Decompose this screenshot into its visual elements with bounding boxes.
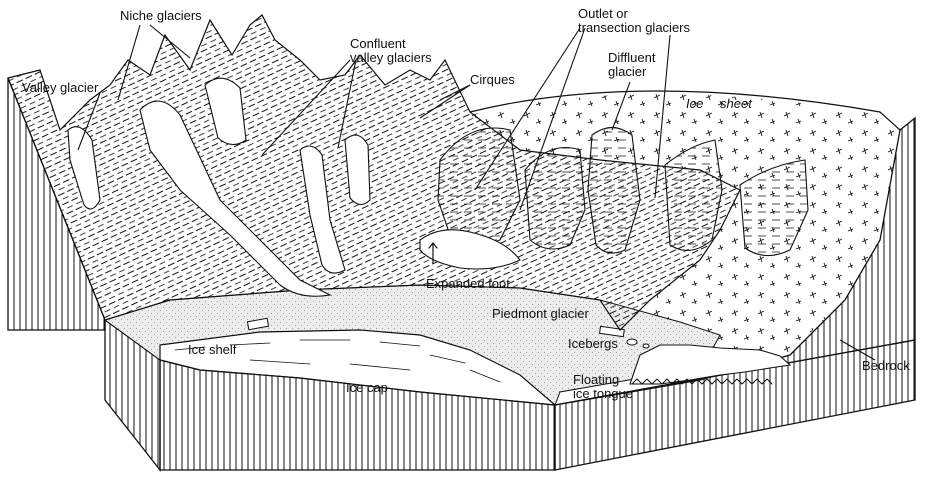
label-valley-glacier: Valley glacier bbox=[22, 80, 99, 95]
label-confluent-1: Confluent bbox=[350, 36, 406, 51]
label-diffluent-2: glacier bbox=[608, 64, 647, 79]
label-piedmont-glacier: Piedmont glacier bbox=[492, 306, 589, 321]
label-diffluent-1: Diffluent bbox=[608, 50, 656, 65]
label-confluent-2: valley glaciers bbox=[350, 50, 432, 65]
label-icebergs: Icebergs bbox=[568, 336, 618, 351]
iceberg bbox=[643, 344, 649, 348]
label-bedrock: Bedrock bbox=[862, 358, 910, 373]
label-cirques: Cirques bbox=[470, 72, 515, 87]
label-outlet-1: Outlet or bbox=[578, 6, 629, 21]
label-ice-cap: Ice cap bbox=[346, 380, 388, 395]
iceberg bbox=[627, 339, 637, 345]
label-ice-sheet-1: Ice bbox=[686, 96, 703, 111]
label-expanded-foot: Expanded foot bbox=[426, 276, 510, 291]
label-floating-2: ice tongue bbox=[573, 386, 633, 401]
label-floating-1: Floating bbox=[573, 372, 619, 387]
label-ice-sheet-2: sheet bbox=[720, 96, 753, 111]
label-outlet-2: transection glaciers bbox=[578, 20, 690, 35]
label-niche-glaciers: Niche glaciers bbox=[120, 8, 202, 23]
label-ice-shelf: Ice shelf bbox=[188, 342, 237, 357]
